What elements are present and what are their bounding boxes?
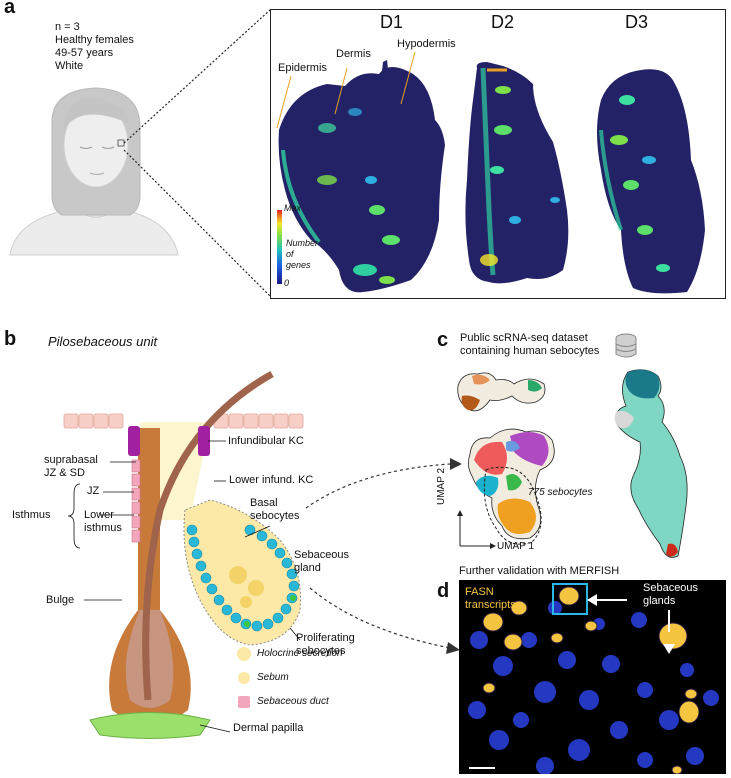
layer-epidermis-label: Epidermis <box>278 62 327 74</box>
spatial-maps <box>276 51 705 294</box>
panel-d-label: d <box>437 580 450 602</box>
cohort-n: n = 3 <box>55 21 80 33</box>
panel-b-label: b <box>4 328 17 350</box>
colorbar-max-label: Max <box>284 203 302 213</box>
jz-label: JZ <box>87 485 100 497</box>
layer-hypodermis-label: Hypodermis <box>397 38 456 50</box>
panel-a-label: a <box>4 0 16 18</box>
isthmus-label: Isthmus <box>12 509 51 521</box>
infundibular-kc-label: Infundibular KC <box>228 435 304 447</box>
legend-holocrine: Holocrine secretion <box>257 648 343 659</box>
cohort-sex: Healthy females <box>55 34 134 46</box>
legend-sebaceous-duct: Sebaceous duct <box>257 696 329 707</box>
umap-1-label: UMAP 1 <box>497 541 535 552</box>
donor-d1-label: D1 <box>380 12 404 32</box>
pilosebaceous-diagram <box>63 370 304 739</box>
tissue-d2 <box>465 62 569 284</box>
cohort-ethnicity: White <box>55 60 84 72</box>
panel-c-label: c <box>437 329 449 351</box>
spatial-maps-frame: D1 D2 D3 Epidermis Dermis Hypodermis Max… <box>270 9 726 299</box>
cohort-age: 49-57 years <box>55 47 114 59</box>
person-illustration <box>9 87 179 256</box>
legend-sebum: Sebum <box>257 672 289 683</box>
cohort-info: n = 3 Healthy females 49-57 years White <box>55 21 134 73</box>
merfish-tissue <box>468 583 719 774</box>
tissue-d3 <box>597 69 705 294</box>
sebocytes-annotation: 775 sebocytes <box>528 487 593 498</box>
database-icon <box>615 333 637 358</box>
pilosebaceous-title: Pilosebaceous unit <box>48 334 158 349</box>
donor-d3-label: D3 <box>625 12 649 32</box>
tissue-d1 <box>278 67 445 293</box>
connector-arrows <box>305 458 462 654</box>
merfish-title: Further validation with MERFISH <box>459 565 620 577</box>
umap-plots <box>457 369 688 558</box>
lower-infund-kc-label: Lower infund. KC <box>229 474 314 486</box>
zoom-lines <box>123 9 271 297</box>
donor-d2-label: D2 <box>491 12 515 32</box>
dermal-papilla-label: Dermal papilla <box>233 722 304 734</box>
colorbar-min-label: 0 <box>284 278 290 288</box>
umap-2-label: UMAP 2 <box>436 467 447 505</box>
layer-dermis-label: Dermis <box>336 48 371 60</box>
bulge-label: Bulge <box>46 594 75 606</box>
